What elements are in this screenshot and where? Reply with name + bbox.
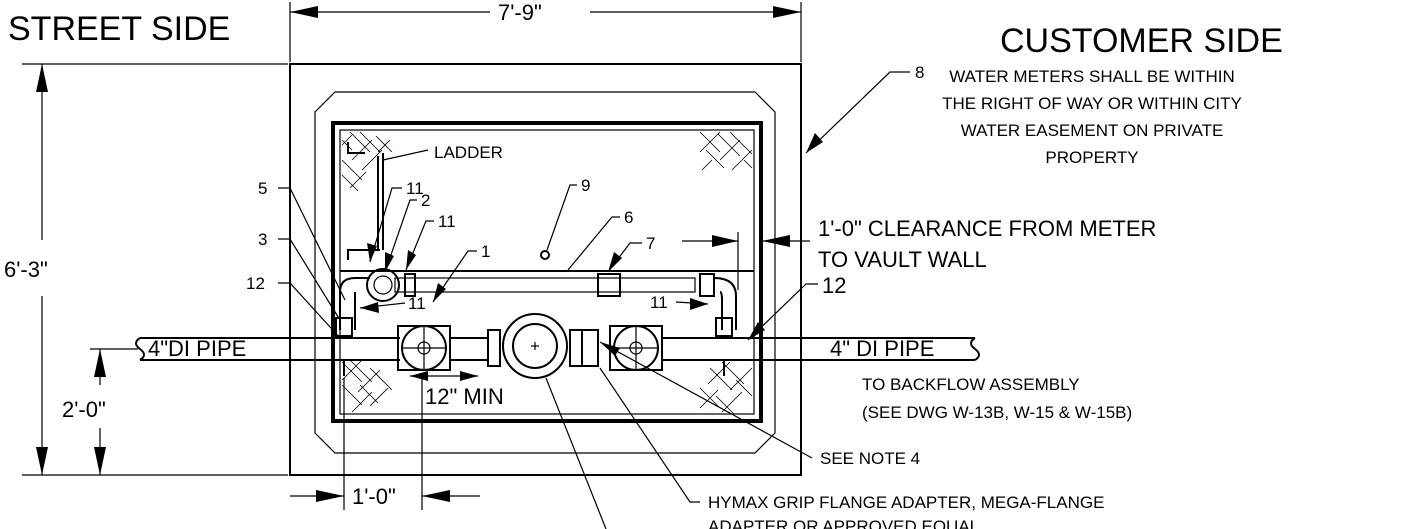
hatch-top-right	[699, 131, 753, 171]
callout-12-right: 12	[822, 273, 846, 298]
adapter-note-line2: ADAPTER OR APPROVED EQUAL	[708, 517, 979, 529]
width-dimension-label: 7'-9"	[498, 0, 542, 25]
min-spacing-dimension	[410, 371, 478, 381]
sump-marker	[540, 250, 550, 260]
height-dimension-label: 6'-3"	[4, 257, 48, 282]
ladder-label: LADDER	[434, 143, 503, 162]
callout-11-upper: 11	[406, 179, 424, 198]
callout-8: 8	[915, 63, 924, 82]
adapter-note-line1: HYMAX GRIP FLANGE ADAPTER, MEGA-FLANGE	[708, 493, 1104, 512]
callout-7: 7	[646, 234, 655, 253]
pipe-left-label: 4"DI PIPE	[148, 336, 246, 361]
test-tees	[335, 317, 733, 376]
offset-dimension	[290, 378, 480, 510]
hatch-top-left	[341, 131, 393, 192]
clearance-label-line1: 1'-0" CLEARANCE FROM METER	[818, 216, 1156, 241]
easement-note-line4: PROPERTY	[1045, 148, 1138, 167]
clearance-label-line2: TO VAULT WALL	[818, 247, 987, 272]
leader-arrowheads	[360, 133, 823, 356]
customer-side-heading: CUSTOMER SIDE	[1000, 22, 1283, 60]
callout-11-right: 11	[650, 293, 668, 312]
ladder	[347, 142, 429, 260]
hatch-bottom-left	[341, 359, 393, 413]
street-side-heading: STREET SIDE	[8, 10, 230, 48]
width-dimension	[289, 2, 802, 62]
vault-inner-wall	[331, 121, 763, 423]
water-meter	[487, 313, 599, 379]
min-spacing-label: 12" MIN	[425, 384, 504, 409]
callout-12-left: 12	[246, 274, 265, 293]
bypass-line	[339, 268, 737, 330]
easement-note-line2: THE RIGHT OF WAY OR WITHIN CITY	[942, 94, 1242, 113]
gate-valve-left	[397, 325, 451, 371]
easement-note-line3: WATER EASEMENT ON PRIVATE	[961, 121, 1224, 140]
offset-dimension-label: 1'-0"	[352, 484, 396, 509]
vault-outer-wall	[289, 63, 802, 476]
callout-9: 9	[581, 176, 590, 195]
leader-lines	[278, 71, 910, 529]
main-pipe	[135, 337, 980, 361]
callout-11-second: 11	[438, 212, 456, 231]
clearance-dimension	[682, 232, 810, 290]
callout-1: 1	[481, 242, 490, 261]
pipe-height-label: 2'-0"	[62, 397, 106, 422]
pipe-right-label: 4" DI PIPE	[830, 336, 934, 361]
backflow-note-line1: TO BACKFLOW ASSEMBLY	[862, 375, 1080, 394]
height-dimension	[22, 63, 288, 476]
pipe-height-dimension	[90, 348, 138, 475]
hatch-bottom-right	[699, 361, 753, 415]
easement-note: WATER METERS SHALL BE WITHIN THE RIGHT O…	[942, 67, 1242, 167]
see-note-4: SEE NOTE 4	[820, 449, 920, 468]
callout-5: 5	[258, 179, 267, 198]
vault-lid-outline	[314, 91, 776, 454]
callout-3: 3	[258, 230, 267, 249]
backflow-note-line2: (SEE DWG W-13B, W-15 & W-15B)	[862, 403, 1132, 422]
callout-11-lower: 11	[408, 294, 426, 313]
easement-note-line1: WATER METERS SHALL BE WITHIN	[949, 67, 1235, 86]
callout-6: 6	[624, 208, 633, 227]
callout-2: 2	[421, 191, 430, 210]
